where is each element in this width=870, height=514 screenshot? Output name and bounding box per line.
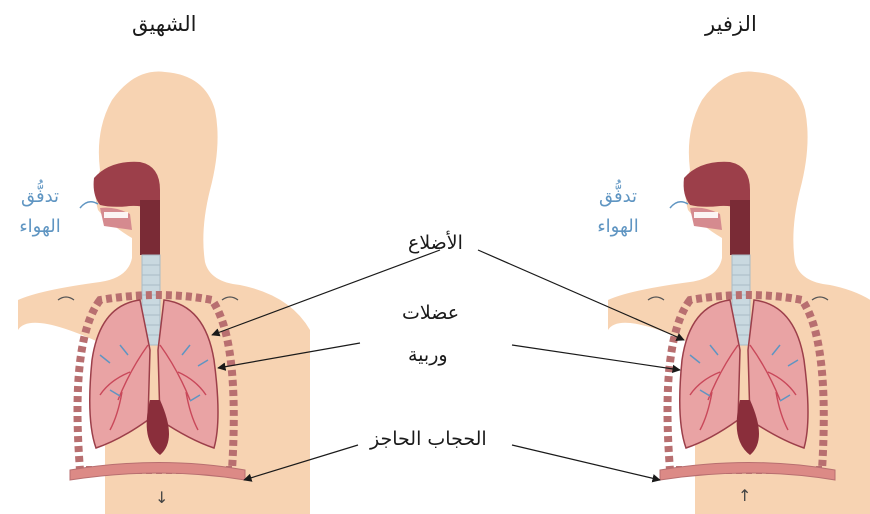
air-flow-line1: تدفُّق — [586, 182, 650, 212]
exhale-diaphragm-arrow: ↑ — [738, 486, 751, 505]
air-flow-label-left: تدفُّق الهواء — [8, 182, 72, 242]
air-flow-line2: الهواء — [586, 212, 650, 242]
exhale-title: الزفير — [705, 12, 757, 36]
air-flow-line2: الهواء — [8, 212, 72, 242]
inhale-title: الشهيق — [132, 12, 197, 36]
inhale-diaphragm-arrow: ↓ — [155, 488, 168, 507]
intercostal-label-line2: وربية — [408, 344, 448, 366]
diaphragm-callout-right — [512, 445, 660, 480]
ribs-label: الأضلاع — [408, 232, 463, 254]
intercostal-callout-right — [512, 345, 680, 370]
air-flow-label-right: تدفُّق الهواء — [586, 182, 650, 242]
air-flow-line1: تدفُّق — [8, 182, 72, 212]
exhale-figure — [608, 72, 870, 514]
diaphragm-label: الحجاب الحاجز — [370, 428, 487, 450]
intercostal-label-line1: عضلات — [402, 302, 459, 324]
inhale-figure — [18, 72, 310, 514]
